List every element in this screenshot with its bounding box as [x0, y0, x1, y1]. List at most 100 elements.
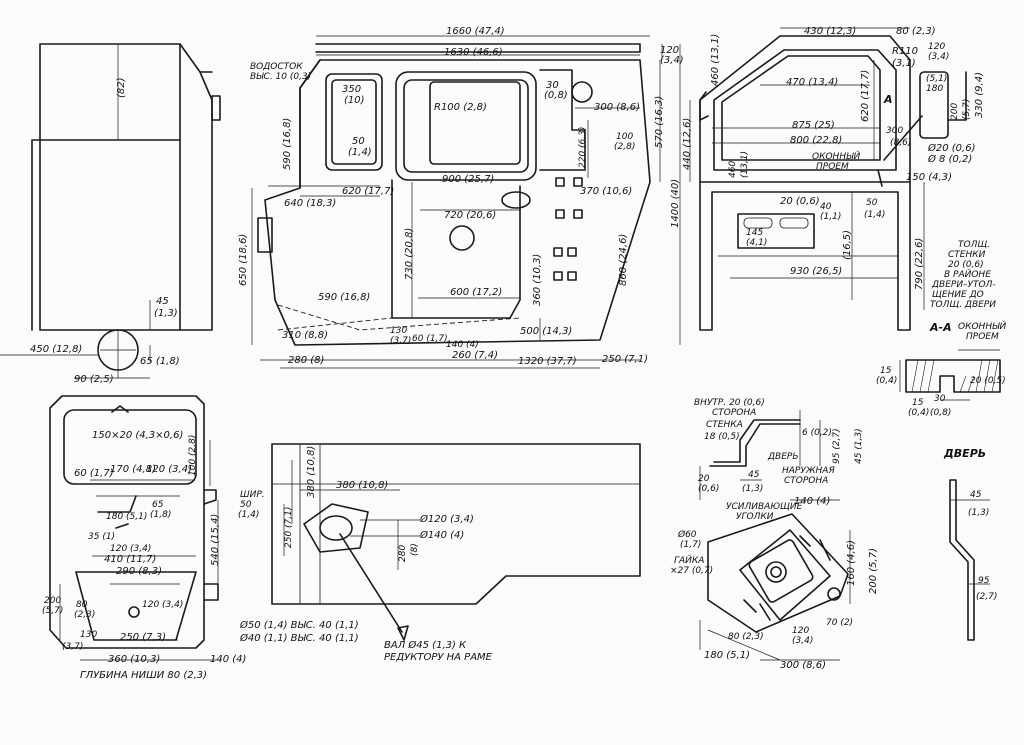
note-line-7: ТОЛЩ. ДВЕРИ	[930, 300, 996, 310]
panel-width-3: (1,4)	[238, 510, 260, 520]
door-section	[699, 410, 821, 500]
side-dim-500: 500 (14,3)	[520, 326, 573, 337]
panel-dim-130-inch: (3,7)	[62, 642, 84, 652]
plate-dim-120-inch: (3,4)	[792, 636, 814, 646]
rear-dim-50-inch: (1,4)	[864, 210, 886, 220]
panel-dim-65-inch: (1,8)	[150, 510, 172, 520]
rear-section-mark: А	[884, 93, 893, 106]
door-profile-45: 45	[970, 490, 982, 500]
panel-dim-170: 170 (4,8)	[110, 464, 156, 475]
side-dim-130-inch: (3,7)	[390, 336, 412, 346]
rear-dim-470: 470 (13,4)	[786, 77, 839, 88]
side-dim-720: 720 (20,6)	[444, 210, 497, 221]
door-dim-45b: 45	[748, 470, 760, 480]
rear-dim-phi20: Ø20 (0,6)	[928, 143, 976, 154]
rear-dim-460b: 460	[728, 160, 738, 178]
nut-label-1: ГАЙКА	[674, 556, 705, 566]
side-dim-120-inch: (3,4)	[660, 55, 684, 66]
panel-dim-65: 65	[152, 500, 164, 510]
panel-dim-120: 120 (3,4)	[146, 464, 192, 475]
section-a-a-title: А-А	[930, 321, 952, 334]
floor-dim-250: 250 (7,1)	[284, 506, 294, 548]
side-dim-590b: 590 (16,8)	[318, 292, 371, 303]
section-dim-04: (0,4)	[908, 408, 930, 418]
door-inner-1: ВНУТР. 20 (0,6)	[694, 398, 765, 408]
gutter-label: ВОДОСТОК	[250, 62, 303, 72]
plate-dim-200: 200 (5,7)	[868, 548, 879, 594]
side-dim-100: 100	[616, 132, 634, 142]
note-line-6: ЩЕНИЕ ДО	[932, 290, 984, 300]
side-dim-120: 120	[660, 45, 680, 56]
gutter-height: ВЫС. 10 (0,3)	[250, 72, 312, 82]
floor-dim-380v: 380 (10,8)	[306, 445, 317, 498]
floor-dim-280-inch: (8)	[410, 543, 420, 556]
panel-width-2: 50	[240, 500, 252, 510]
rear-dim-330: 330 (9,4)	[974, 72, 985, 118]
plate-dim-160: 160 (4,6)	[846, 540, 857, 586]
front-dim-65: 65 (1,8)	[140, 356, 180, 367]
panel-dim-150x20: 150×20 (4,3×0,6)	[92, 430, 184, 441]
panel-view	[49, 377, 220, 661]
door-wall: СТЕНКА	[706, 420, 743, 430]
side-dim-900: 900 (25,7)	[442, 174, 495, 185]
rear-dim-145: 145	[746, 228, 764, 238]
rear-dim-875: 875 (25)	[792, 120, 835, 131]
front-dim-450: 450 (12,8)	[30, 344, 83, 355]
rear-window-label: ОКОННЫЙ	[812, 152, 861, 162]
rear-dim-80: 80 (2,3)	[896, 26, 936, 37]
side-dim-30-inch: (0,8)	[544, 90, 568, 101]
section-window-2: ПРОЕМ	[966, 332, 999, 342]
side-dim-650: 650 (18,6)	[238, 233, 249, 286]
niche-depth-note: ГЛУБИНА НИШИ 80 (2,3)	[80, 670, 208, 681]
note-line-2: СТЕНКИ	[948, 250, 986, 260]
rear-dim-790: 790 (22,6)	[914, 237, 925, 290]
side-dim-310: 310 (8,8)	[282, 330, 328, 341]
section-dim-08: (0,8)	[930, 408, 952, 418]
section-dim-20: 20 (0,5)	[970, 376, 1006, 386]
section-dim-15: 15	[880, 366, 892, 376]
side-dim-590: 590 (16,8)	[282, 117, 293, 170]
side-dim-50: 50	[352, 136, 365, 147]
panel-dim-200: 200	[44, 596, 62, 606]
side-dim-250: 250 (7,1)	[602, 354, 648, 365]
plate-dim-80: 80 (2,3)	[728, 632, 764, 642]
side-dim-620: 620 (17,7)	[342, 186, 395, 197]
panel-dim-180: 180 (5,1)	[106, 512, 148, 522]
rear-dim-460b-inch: (13,1)	[740, 150, 750, 178]
rear-dim-620: 620 (17,7)	[860, 69, 871, 122]
rear-dim-r110: R110	[892, 46, 919, 57]
rear-dim-430: 430 (12,3)	[804, 26, 857, 37]
side-dim-130: 130	[390, 326, 408, 336]
side-dim-100-inch: (2,8)	[614, 142, 636, 152]
note-line-3: 20 (0,6)	[948, 260, 984, 270]
panel-dim-130: 130	[80, 630, 98, 640]
side-dim-360: 360 (10,3)	[532, 253, 543, 306]
shaft-note-2: РЕДУКТОРУ НА РАМЕ	[384, 652, 492, 663]
panel-dim-360: 360 (10,3)	[108, 654, 161, 665]
side-view	[251, 35, 681, 369]
side-dim-370: 370 (10,6)	[580, 186, 633, 197]
front-dim-45-inch: (1,3)	[154, 308, 178, 319]
side-dim-730: 730 (20,8)	[404, 227, 415, 280]
section-dim-15-inch: (0,4)	[876, 376, 898, 386]
side-dim-140: 140 (4)	[446, 340, 479, 350]
front-dim-45: 45	[156, 296, 169, 307]
floor-dim-phi140: Ø140 (4)	[420, 530, 465, 541]
floor-view	[271, 443, 641, 641]
side-dim-30: 30	[546, 80, 559, 91]
gearbox-plate	[699, 499, 851, 661]
panel-dim-120c: 120 (3,4)	[142, 600, 184, 610]
rear-dim-120-inch: (3,4)	[928, 52, 950, 62]
rear-dim-300-inch: (8,6)	[890, 138, 912, 148]
plate-dim-180: 180 (5,1)	[704, 650, 750, 661]
door-dim-95: 95 (2,7)	[832, 428, 842, 464]
panel-dim-540: 540 (15,4)	[210, 513, 221, 566]
plate-dim-120: 120	[792, 626, 810, 636]
side-dim-50-inch: (1,4)	[348, 147, 372, 158]
door-outer-2: СТОРОНА	[784, 476, 829, 486]
front-view	[0, 43, 221, 378]
rear-dim-180: 180	[926, 84, 944, 94]
door-dim-20-inch: (0,6)	[698, 484, 720, 494]
side-dim-260: 260 (7,4)	[452, 350, 498, 361]
